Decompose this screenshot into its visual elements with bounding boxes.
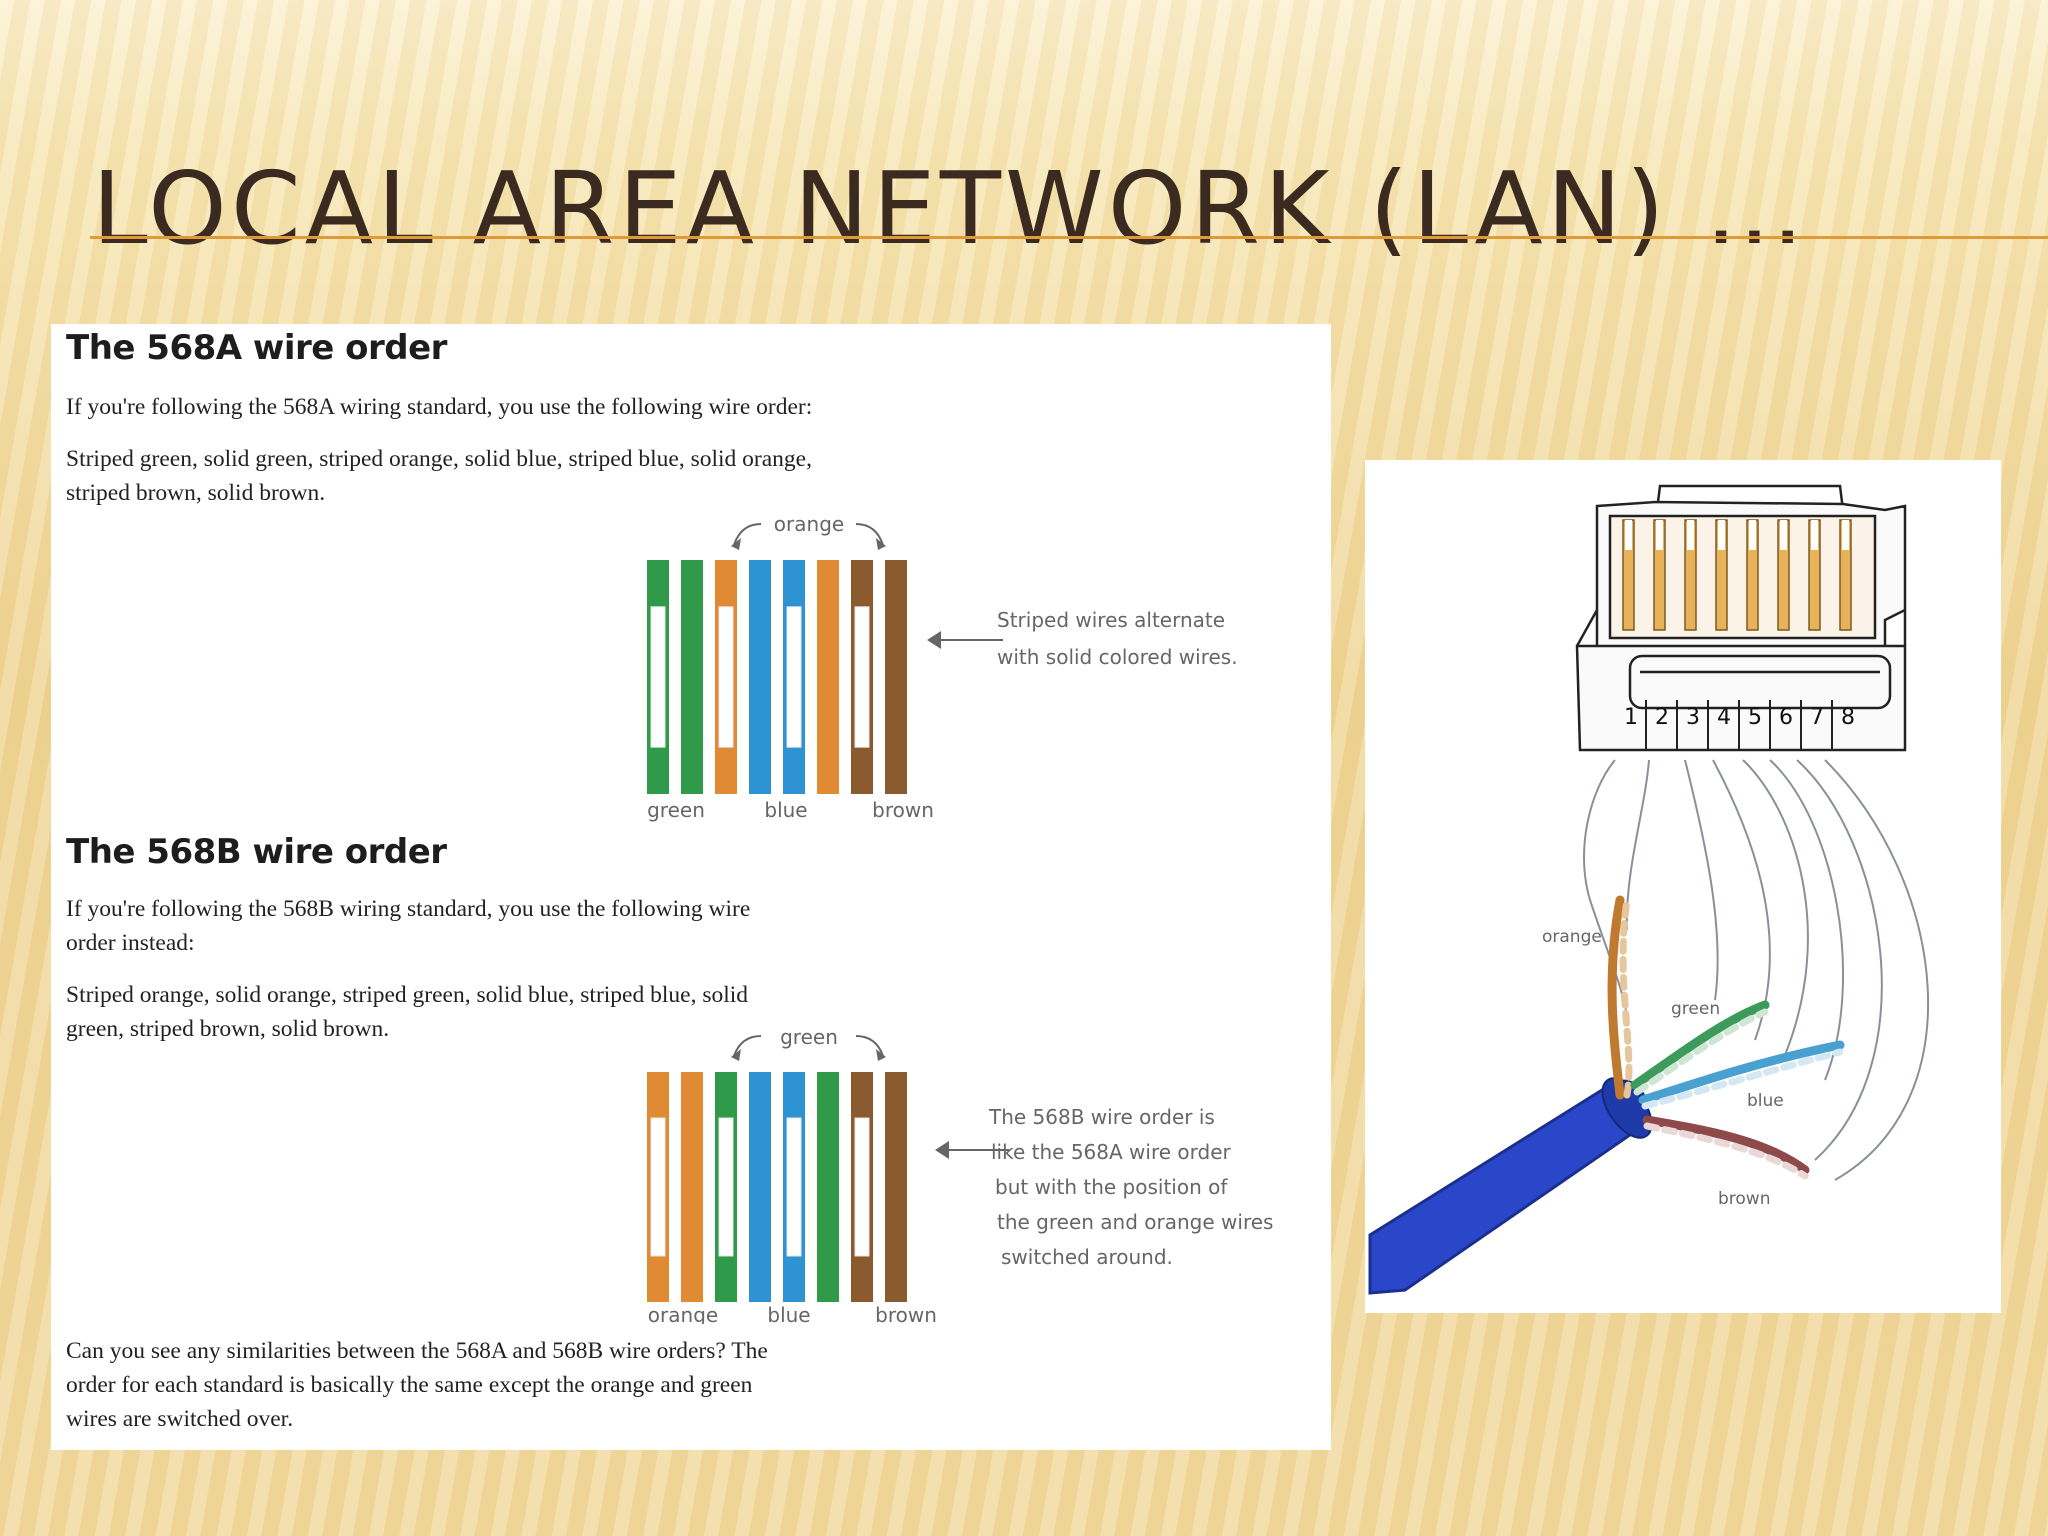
- bracket-arrowhead: [876, 538, 886, 550]
- heading-568b: The 568B wire order: [66, 832, 447, 872]
- 568a-wire-7: [851, 560, 873, 794]
- contact-7: [1808, 519, 1821, 631]
- contact-6: [1777, 519, 1790, 631]
- 568b-wire-3: [715, 1072, 737, 1302]
- note-568b-line2: like the 568A wire order: [991, 1140, 1232, 1164]
- pin-number-5: 5: [1748, 705, 1762, 730]
- note-568b-line4: the green and orange wires: [997, 1210, 1273, 1234]
- contact-4: [1715, 519, 1728, 631]
- 568a-wire-6: [817, 560, 839, 794]
- 568a-wire-5: [783, 560, 805, 794]
- connector-pin-contacts: [1622, 519, 1852, 631]
- bottom-label-568a-3: brown: [872, 798, 934, 822]
- pair-label-green: green: [1671, 999, 1720, 1019]
- bracket-arrowhead: [731, 1049, 741, 1061]
- bottom-label-568b-3: brown: [875, 1303, 937, 1324]
- 568b-wire-1: [647, 1072, 669, 1302]
- note-568b-line3: but with the position of: [995, 1175, 1228, 1199]
- note-568b-line1: The 568B wire order is: [988, 1105, 1215, 1129]
- bottom-label-568a-2: blue: [764, 798, 807, 822]
- bracket-right: [855, 1035, 884, 1057]
- pair-label-brown: brown: [1718, 1189, 1771, 1209]
- intro-568b: If you're following the 568B wiring stan…: [66, 896, 751, 956]
- order-568a: Striped green, solid green, striped oran…: [66, 446, 812, 506]
- top-label-568b: green: [780, 1025, 838, 1049]
- note-arrowhead-568b: [935, 1141, 949, 1159]
- wire-order-panel: The 568A wire order If you're following …: [51, 324, 1331, 1450]
- top-label-568a: orange: [774, 512, 844, 536]
- pin-number-6: 6: [1779, 705, 1793, 730]
- bracket-right: [855, 523, 884, 546]
- bottom-label-568a-1: green: [647, 798, 705, 822]
- bottom-label-568b-1: orange: [648, 1303, 718, 1324]
- 568a-wire-2: [681, 560, 703, 794]
- 568a-wire-1: [647, 560, 669, 794]
- 568b-wire-2: [681, 1072, 703, 1302]
- note-arrowhead-568a: [927, 631, 941, 649]
- closing-paragraph: Can you see any similarities between the…: [66, 1338, 768, 1432]
- 568b-wire-6: [817, 1072, 839, 1302]
- 568b-wire-8: [885, 1072, 907, 1302]
- bracket-left: [733, 1035, 762, 1057]
- note-568a-line1: Striped wires alternate: [997, 608, 1225, 632]
- title-underline: [90, 236, 2048, 239]
- intro-568a: If you're following the 568A wiring stan…: [66, 394, 813, 420]
- 568b-wire-5: [783, 1072, 805, 1302]
- pin-number-1: 1: [1624, 705, 1638, 730]
- contact-1: [1622, 519, 1635, 631]
- pin-number-3: 3: [1686, 705, 1700, 730]
- order-568b: Striped orange, solid orange, striped gr…: [66, 982, 749, 1042]
- wire-set-568a: [647, 560, 907, 794]
- contact-2: [1653, 519, 1666, 631]
- contact-3: [1684, 519, 1697, 631]
- pin-number-8: 8: [1841, 705, 1855, 730]
- wire-diagram-568b: green orange blue brown The 568B wire or…: [647, 1025, 1273, 1324]
- note-568a-line2: with solid colored wires.: [997, 645, 1238, 669]
- 568a-wire-3: [715, 560, 737, 794]
- 568b-wire-7: [851, 1072, 873, 1302]
- slide-title: LOCAL AREA NETWORK (LAN) …: [92, 150, 1809, 267]
- bottom-label-568b-2: blue: [767, 1303, 810, 1324]
- bracket-left: [733, 523, 762, 546]
- pin-number-7: 7: [1810, 705, 1824, 730]
- 568a-wire-8: [885, 560, 907, 794]
- bracket-arrowhead: [876, 1049, 886, 1061]
- contact-8: [1839, 519, 1852, 631]
- pin-number-2: 2: [1655, 705, 1669, 730]
- wire-set-568b: [647, 1072, 907, 1302]
- cable-jacket: [1368, 1077, 1653, 1295]
- contact-5: [1746, 519, 1759, 631]
- bracket-arrowhead: [731, 538, 741, 550]
- cable-strands: [1583, 759, 1930, 1181]
- pin-number-4: 4: [1717, 705, 1731, 730]
- pair-label-orange: orange: [1542, 927, 1602, 947]
- wire-diagram-568a: orange green blue brown Striped wires al…: [647, 512, 1238, 822]
- 568a-wire-4: [749, 560, 771, 794]
- note-568b-line5: switched around.: [1001, 1245, 1173, 1269]
- pair-label-blue: blue: [1747, 1091, 1784, 1111]
- 568b-wire-4: [749, 1072, 771, 1302]
- heading-568a: The 568A wire order: [66, 328, 447, 368]
- twisted-pairs: [1607, 895, 1845, 1180]
